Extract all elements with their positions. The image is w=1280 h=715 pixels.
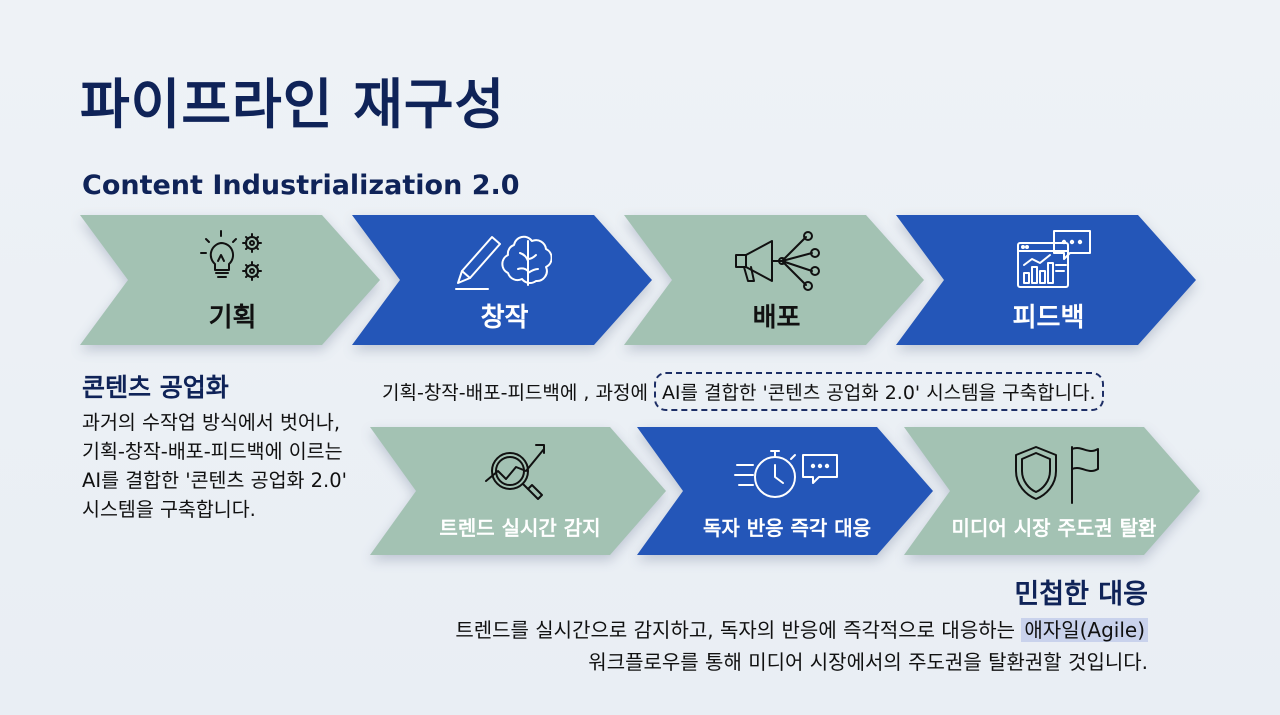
agile-stage-label: 트렌드 실시간 감지 bbox=[439, 516, 601, 540]
magnifier-trend-icon bbox=[485, 444, 545, 500]
agile-stage-response: 독자 반응 즉각 대응 bbox=[637, 427, 937, 555]
left-heading: 콘텐츠 공업화 bbox=[82, 373, 229, 402]
stage-distribution: 배포 bbox=[624, 215, 929, 345]
page-title: 파이프라인 재구성 bbox=[80, 73, 506, 136]
middle-description: 기획-창작-배포-피드백에 , 과정에 AI를 결합한 '콘텐츠 공업화 2.0… bbox=[382, 372, 1104, 411]
bottom-line-2: 워크플로우를 통해 미디어 시장에서의 주도권을 탈환권할 것입니다. bbox=[588, 650, 1148, 674]
stage-label: 피드백 bbox=[1012, 303, 1085, 333]
left-line: AI를 결합한 '콘텐츠 공업화 2.0' bbox=[82, 469, 348, 492]
stage-creation: 창작 bbox=[352, 215, 657, 345]
megaphone-network-icon bbox=[735, 231, 820, 291]
left-line: 시스템을 구축합니다. bbox=[82, 498, 256, 521]
left-description: 과거의 수작업 방식에서 벗어나, 기획-창작-배포-피드백에 이르는 AI를 … bbox=[82, 408, 382, 524]
stage-feedback: 피드백 bbox=[896, 215, 1201, 345]
middle-boxed-text: AI를 결합한 '콘텐츠 공업화 2.0' 시스템을 구축합니다. bbox=[653, 372, 1104, 411]
page-subtitle: Content Industrialization 2.0 bbox=[82, 170, 520, 201]
agile-stage-market: 미디어 시장 주도권 탈환 bbox=[904, 427, 1204, 555]
shield-flag-icon bbox=[1015, 446, 1099, 504]
middle-prefix: 기획-창작-배포-피드백에 , 과정에 bbox=[382, 382, 648, 404]
bottom-description: 트렌드를 실시간으로 감지하고, 독자의 반응에 즉각적으로 대응하는 애자일(… bbox=[455, 614, 1148, 678]
stage-planning: 기획 bbox=[80, 215, 385, 345]
stage-label: 배포 bbox=[752, 303, 801, 333]
agile-stage-trend: 트렌드 실시간 감지 bbox=[370, 427, 670, 555]
agile-stage-label: 독자 반응 즉각 대응 bbox=[702, 516, 872, 540]
left-line: 기획-창작-배포-피드백에 이르는 bbox=[82, 440, 343, 463]
stage-label: 창작 bbox=[480, 303, 529, 333]
stopwatch-chat-icon bbox=[734, 450, 838, 498]
bottom-line-1-text: 트렌드를 실시간으로 감지하고, 독자의 반응에 즉각적으로 대응하는 bbox=[455, 618, 1022, 642]
stage-label: 기획 bbox=[208, 303, 257, 333]
pencil-brain-icon bbox=[455, 235, 552, 290]
dashboard-chat-icon bbox=[1017, 230, 1091, 288]
right-heading: 민첩한 대응 bbox=[1014, 579, 1148, 610]
agile-highlight: 애자일(Agile) bbox=[1021, 618, 1148, 642]
agile-stage-label: 미디어 시장 주도권 탈환 bbox=[951, 516, 1157, 540]
lightbulb-gears-icon bbox=[200, 230, 262, 281]
bottom-line-1: 트렌드를 실시간으로 감지하고, 독자의 반응에 즉각적으로 대응하는 애자일(… bbox=[455, 614, 1148, 646]
left-line: 과거의 수작업 방식에서 벗어나, bbox=[82, 411, 341, 434]
